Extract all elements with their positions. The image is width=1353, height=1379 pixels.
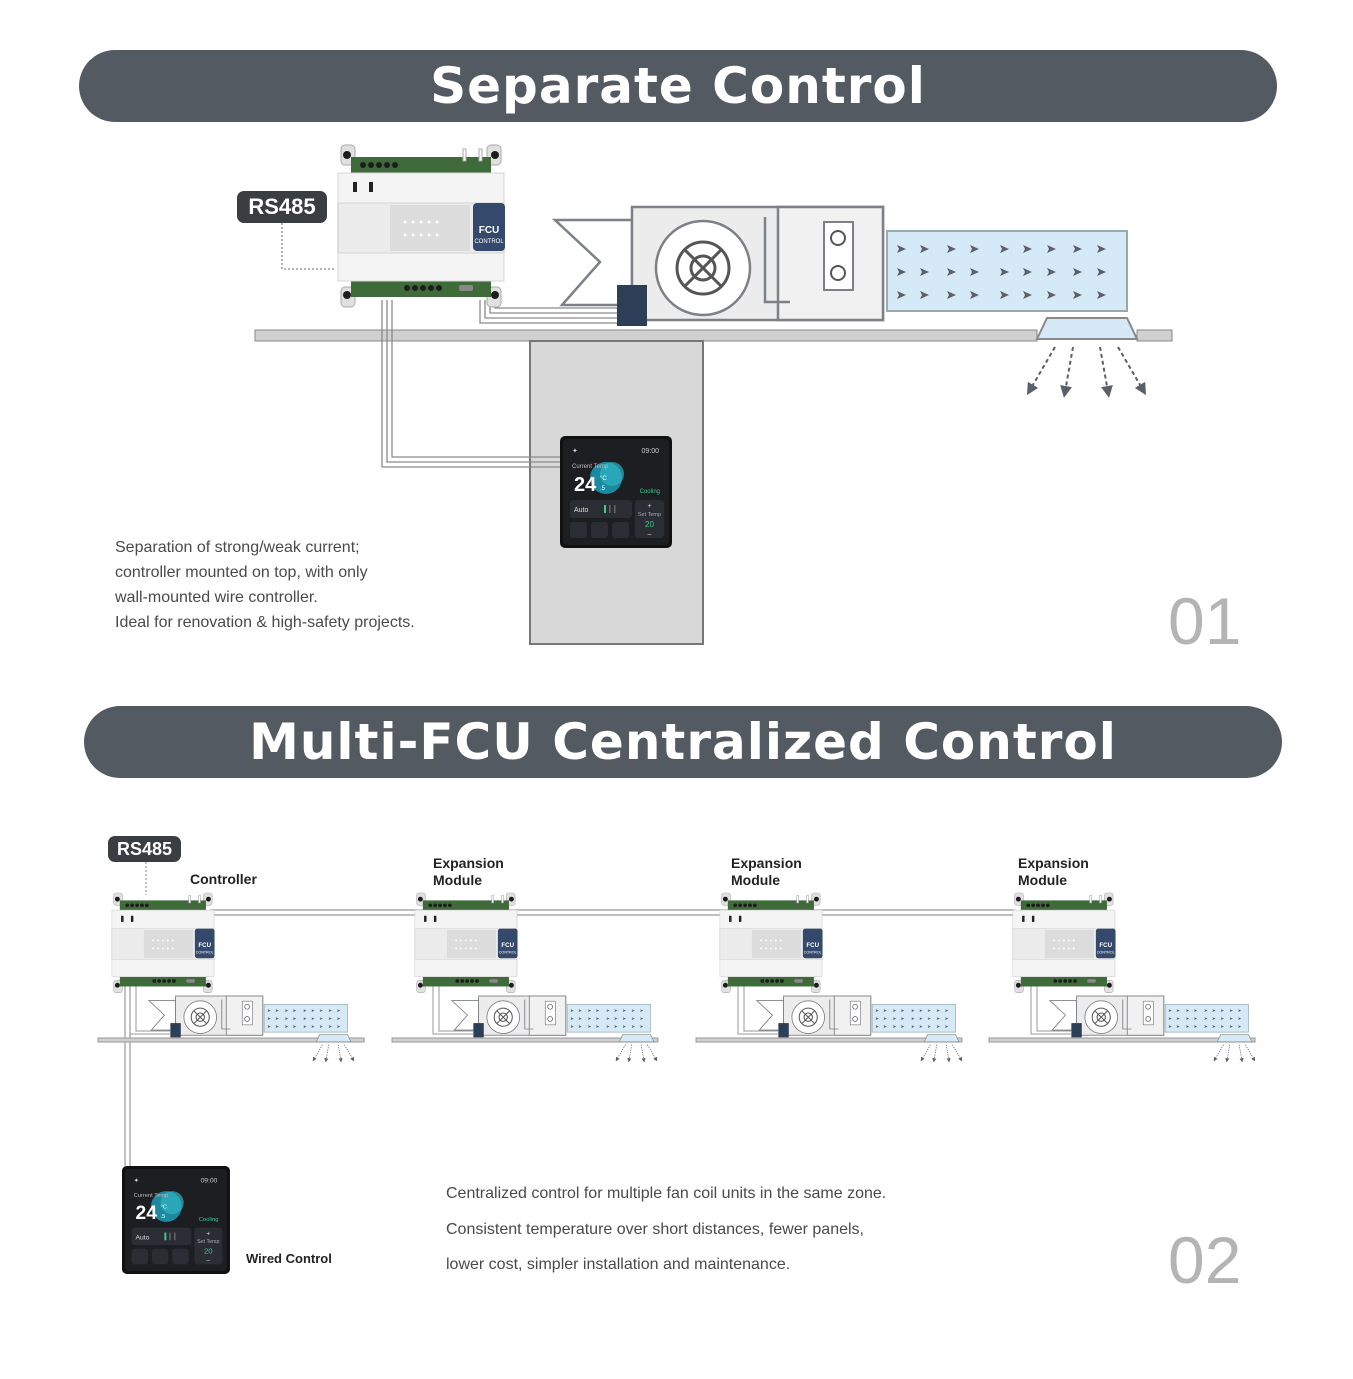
fcu-controller: FCU CONTROL [337, 144, 505, 308]
panel-sub-text: CONTROL [499, 950, 517, 954]
description-line: controller mounted on top, with only [115, 564, 368, 581]
mode-text: Auto [135, 1234, 149, 1241]
temp-decimal: .5 [161, 1214, 166, 1220]
current-temp: 24 [135, 1203, 157, 1224]
label-line: Module [1018, 872, 1067, 888]
mode-text: Auto [574, 507, 589, 514]
wired-control-label: Wired Control [246, 1251, 332, 1266]
panel-brand-text: FCU [501, 942, 514, 949]
expansion-module: FCU CONTROL [414, 892, 518, 993]
description-line: wall-mounted wire controller. [115, 589, 318, 606]
current-temp: 24 [574, 474, 597, 496]
minus-button: – [206, 1257, 210, 1264]
panel-sub-text: CONTROL [474, 239, 504, 245]
plus-button: + [647, 503, 651, 510]
section-title-centralized-control: Multi-FCU Centralized Control [84, 706, 1282, 778]
label-line: Module [433, 872, 482, 888]
description-line: Consistent temperature over short distan… [446, 1220, 864, 1238]
ceiling [695, 1037, 963, 1043]
temp-unit: °C [161, 1204, 167, 1210]
section-number: 02 [1168, 1223, 1242, 1297]
ceiling [97, 1037, 365, 1043]
temp-unit: °C [600, 476, 607, 482]
ceiling [988, 1037, 1256, 1043]
rs485-badge: RS485 [237, 191, 327, 223]
description-line: Separation of strong/weak current; [115, 539, 360, 556]
fan-coil-unit [149, 996, 353, 1060]
plus-button: + [206, 1230, 210, 1237]
set-temp-label: Set Temp [638, 512, 661, 518]
panel-sub-text: CONTROL [196, 950, 214, 954]
set-temp-value: 20 [645, 520, 654, 529]
label-line: Module [731, 872, 780, 888]
status-text: Cooling [199, 1217, 219, 1223]
wired-thermostat: ✦ 09:00 Current Temp 24 °C .5 Cooling Au… [122, 1166, 230, 1274]
wifi-icon: ✦ [572, 447, 578, 455]
wall-thermostat: ✦ 09:00 Current Temp 24 °C .5 Cooling Au… [560, 436, 672, 548]
temp-decimal: .5 [600, 486, 606, 492]
wifi-icon: ✦ [134, 1176, 140, 1184]
wire [1030, 985, 1071, 1035]
current-temp-label: Current Temp [134, 1193, 169, 1199]
thermostat-time: 09:00 [641, 448, 659, 455]
label-line: Expansion [731, 855, 802, 871]
section-2-description: Centralized control for multiple fan coi… [446, 1176, 886, 1283]
current-temp-label: Current Temp [572, 464, 609, 470]
set-temp-label: Set Temp [197, 1239, 219, 1245]
wire [129, 985, 170, 1035]
status-text: Cooling [640, 489, 660, 495]
panel-brand-text: FCU [806, 942, 819, 949]
panel-brand-text: FCU [1099, 942, 1112, 949]
panel-brand-text: FCU [479, 225, 500, 236]
fan-coil-unit [452, 996, 656, 1060]
wire [432, 985, 473, 1035]
section-title-separate-control: Separate Control [79, 50, 1277, 122]
controller-label: Controller [190, 871, 257, 887]
rs485-badge: RS485 [108, 836, 181, 862]
expansion-module: FCU CONTROL [1012, 892, 1116, 993]
fcu-controller: FCU CONTROL [111, 892, 215, 993]
label-line: Expansion [1018, 855, 1089, 871]
wire [737, 985, 778, 1035]
description-line: Centralized control for multiple fan coi… [446, 1185, 887, 1202]
thermostat-time: 09:00 [201, 1177, 218, 1184]
minus-button: – [648, 531, 652, 538]
description-line: lower cost, simpler installation and mai… [446, 1256, 791, 1273]
panel-brand-text: FCU [198, 942, 211, 949]
expansion-module: FCU CONTROL [719, 892, 823, 993]
set-temp-value: 20 [204, 1247, 213, 1256]
fan-coil-unit [1050, 996, 1254, 1060]
section-1-description: Separation of strong/weak current; contr… [115, 535, 415, 635]
panel-sub-text: CONTROL [804, 950, 822, 954]
fan-coil-unit [757, 996, 961, 1060]
panel-sub-text: CONTROL [1097, 950, 1115, 954]
description-line: Ideal for renovation & high-safety proje… [115, 614, 415, 631]
section-number: 01 [1168, 584, 1242, 658]
label-line: Expansion [433, 855, 504, 871]
ceiling [391, 1037, 659, 1043]
